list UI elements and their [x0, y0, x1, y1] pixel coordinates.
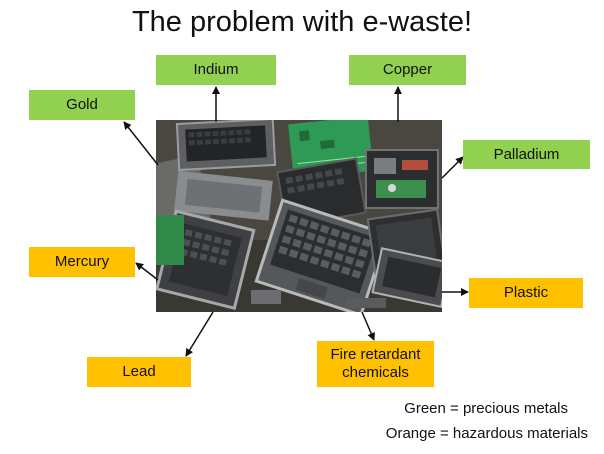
label-mercury: Mercury — [29, 247, 135, 277]
label-indium: Indium — [156, 55, 276, 85]
legend-orange: Orange = hazardous materials — [385, 425, 588, 442]
label-plastic: Plastic — [469, 278, 583, 308]
arrow-to-gold — [123, 121, 159, 166]
slide-title: The problem with e-waste! — [131, 6, 473, 38]
arrow-to-mercury — [135, 262, 159, 281]
arrow-to-lead — [185, 311, 214, 357]
label-lead: Lead — [87, 357, 191, 387]
label-fire-retardant: Fire retardant chemicals — [317, 341, 434, 387]
label-palladium: Palladium — [463, 140, 590, 169]
label-copper: Copper — [349, 55, 466, 85]
e-waste-illustration — [156, 120, 442, 312]
arrow-to-fire-retardant — [361, 311, 375, 341]
legend-green: Green = precious metals — [404, 400, 568, 417]
arrow-to-palladium — [441, 156, 464, 179]
e-waste-pile-photo — [156, 120, 442, 312]
label-gold: Gold — [29, 90, 135, 120]
